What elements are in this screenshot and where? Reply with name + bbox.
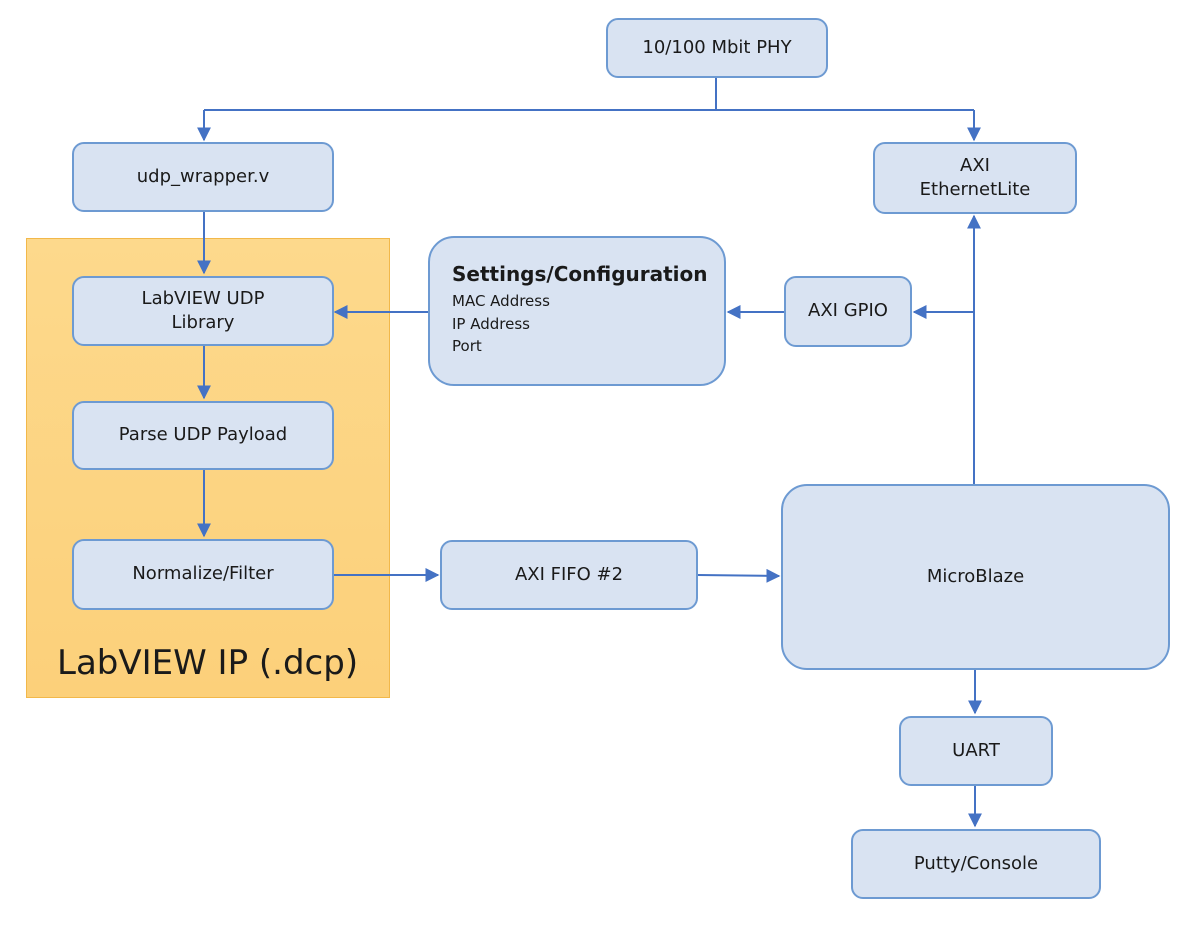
settings-title: Settings/Configuration <box>452 262 708 286</box>
parse-payload-label: Parse UDP Payload <box>118 424 288 446</box>
uart-block: UART <box>899 716 1053 786</box>
microblaze-label: MicroBlaze <box>926 565 1025 587</box>
settings-item-mac-address: MAC Address <box>452 292 550 310</box>
normalize-filter-block: Normalize/Filter <box>72 539 334 610</box>
axi-fifo-label: AXI FIFO #2 <box>514 563 624 585</box>
gpio-block: AXI GPIO <box>784 276 912 347</box>
console-block: Putty/Console <box>851 829 1101 899</box>
phy-label: 10/100 Mbit PHY <box>642 36 792 58</box>
udp-library-label-line-1: LabVIEW UDP <box>141 287 265 309</box>
labview-ip-region-label: LabVIEW IP (.dcp) <box>57 643 359 683</box>
axi-fifo-block: AXI FIFO #2 <box>440 540 698 610</box>
console-label: Putty/Console <box>913 852 1039 874</box>
uart-label: UART <box>952 739 1000 761</box>
udp-library-block: LabVIEW UDP Library <box>72 276 334 346</box>
ethernetlite-label-line-2: EthernetLite <box>919 179 1031 200</box>
udp-wrapper-block: udp_wrapper.v <box>72 142 334 212</box>
normalize-filter-label: Normalize/Filter <box>132 563 274 585</box>
udp-wrapper-label: udp_wrapper.v <box>136 165 270 187</box>
gpio-label: AXI GPIO <box>808 300 888 322</box>
ethernetlite-label-line-1: AXI <box>960 154 990 176</box>
settings-item-ip-address: IP Address <box>452 314 530 333</box>
microblaze-block: MicroBlaze <box>781 484 1170 670</box>
ethernetlite-block: AXI EthernetLite <box>873 142 1077 214</box>
udp-library-label-line-2: Library <box>171 312 235 333</box>
connector-fifo-to-microblaze <box>697 568 781 583</box>
settings-configuration-block: Settings/Configuration MAC Address IP Ad… <box>428 236 726 386</box>
parse-payload-block: Parse UDP Payload <box>72 401 334 470</box>
phy-block: 10/100 Mbit PHY <box>606 18 828 78</box>
settings-item-port: Port <box>452 337 482 355</box>
